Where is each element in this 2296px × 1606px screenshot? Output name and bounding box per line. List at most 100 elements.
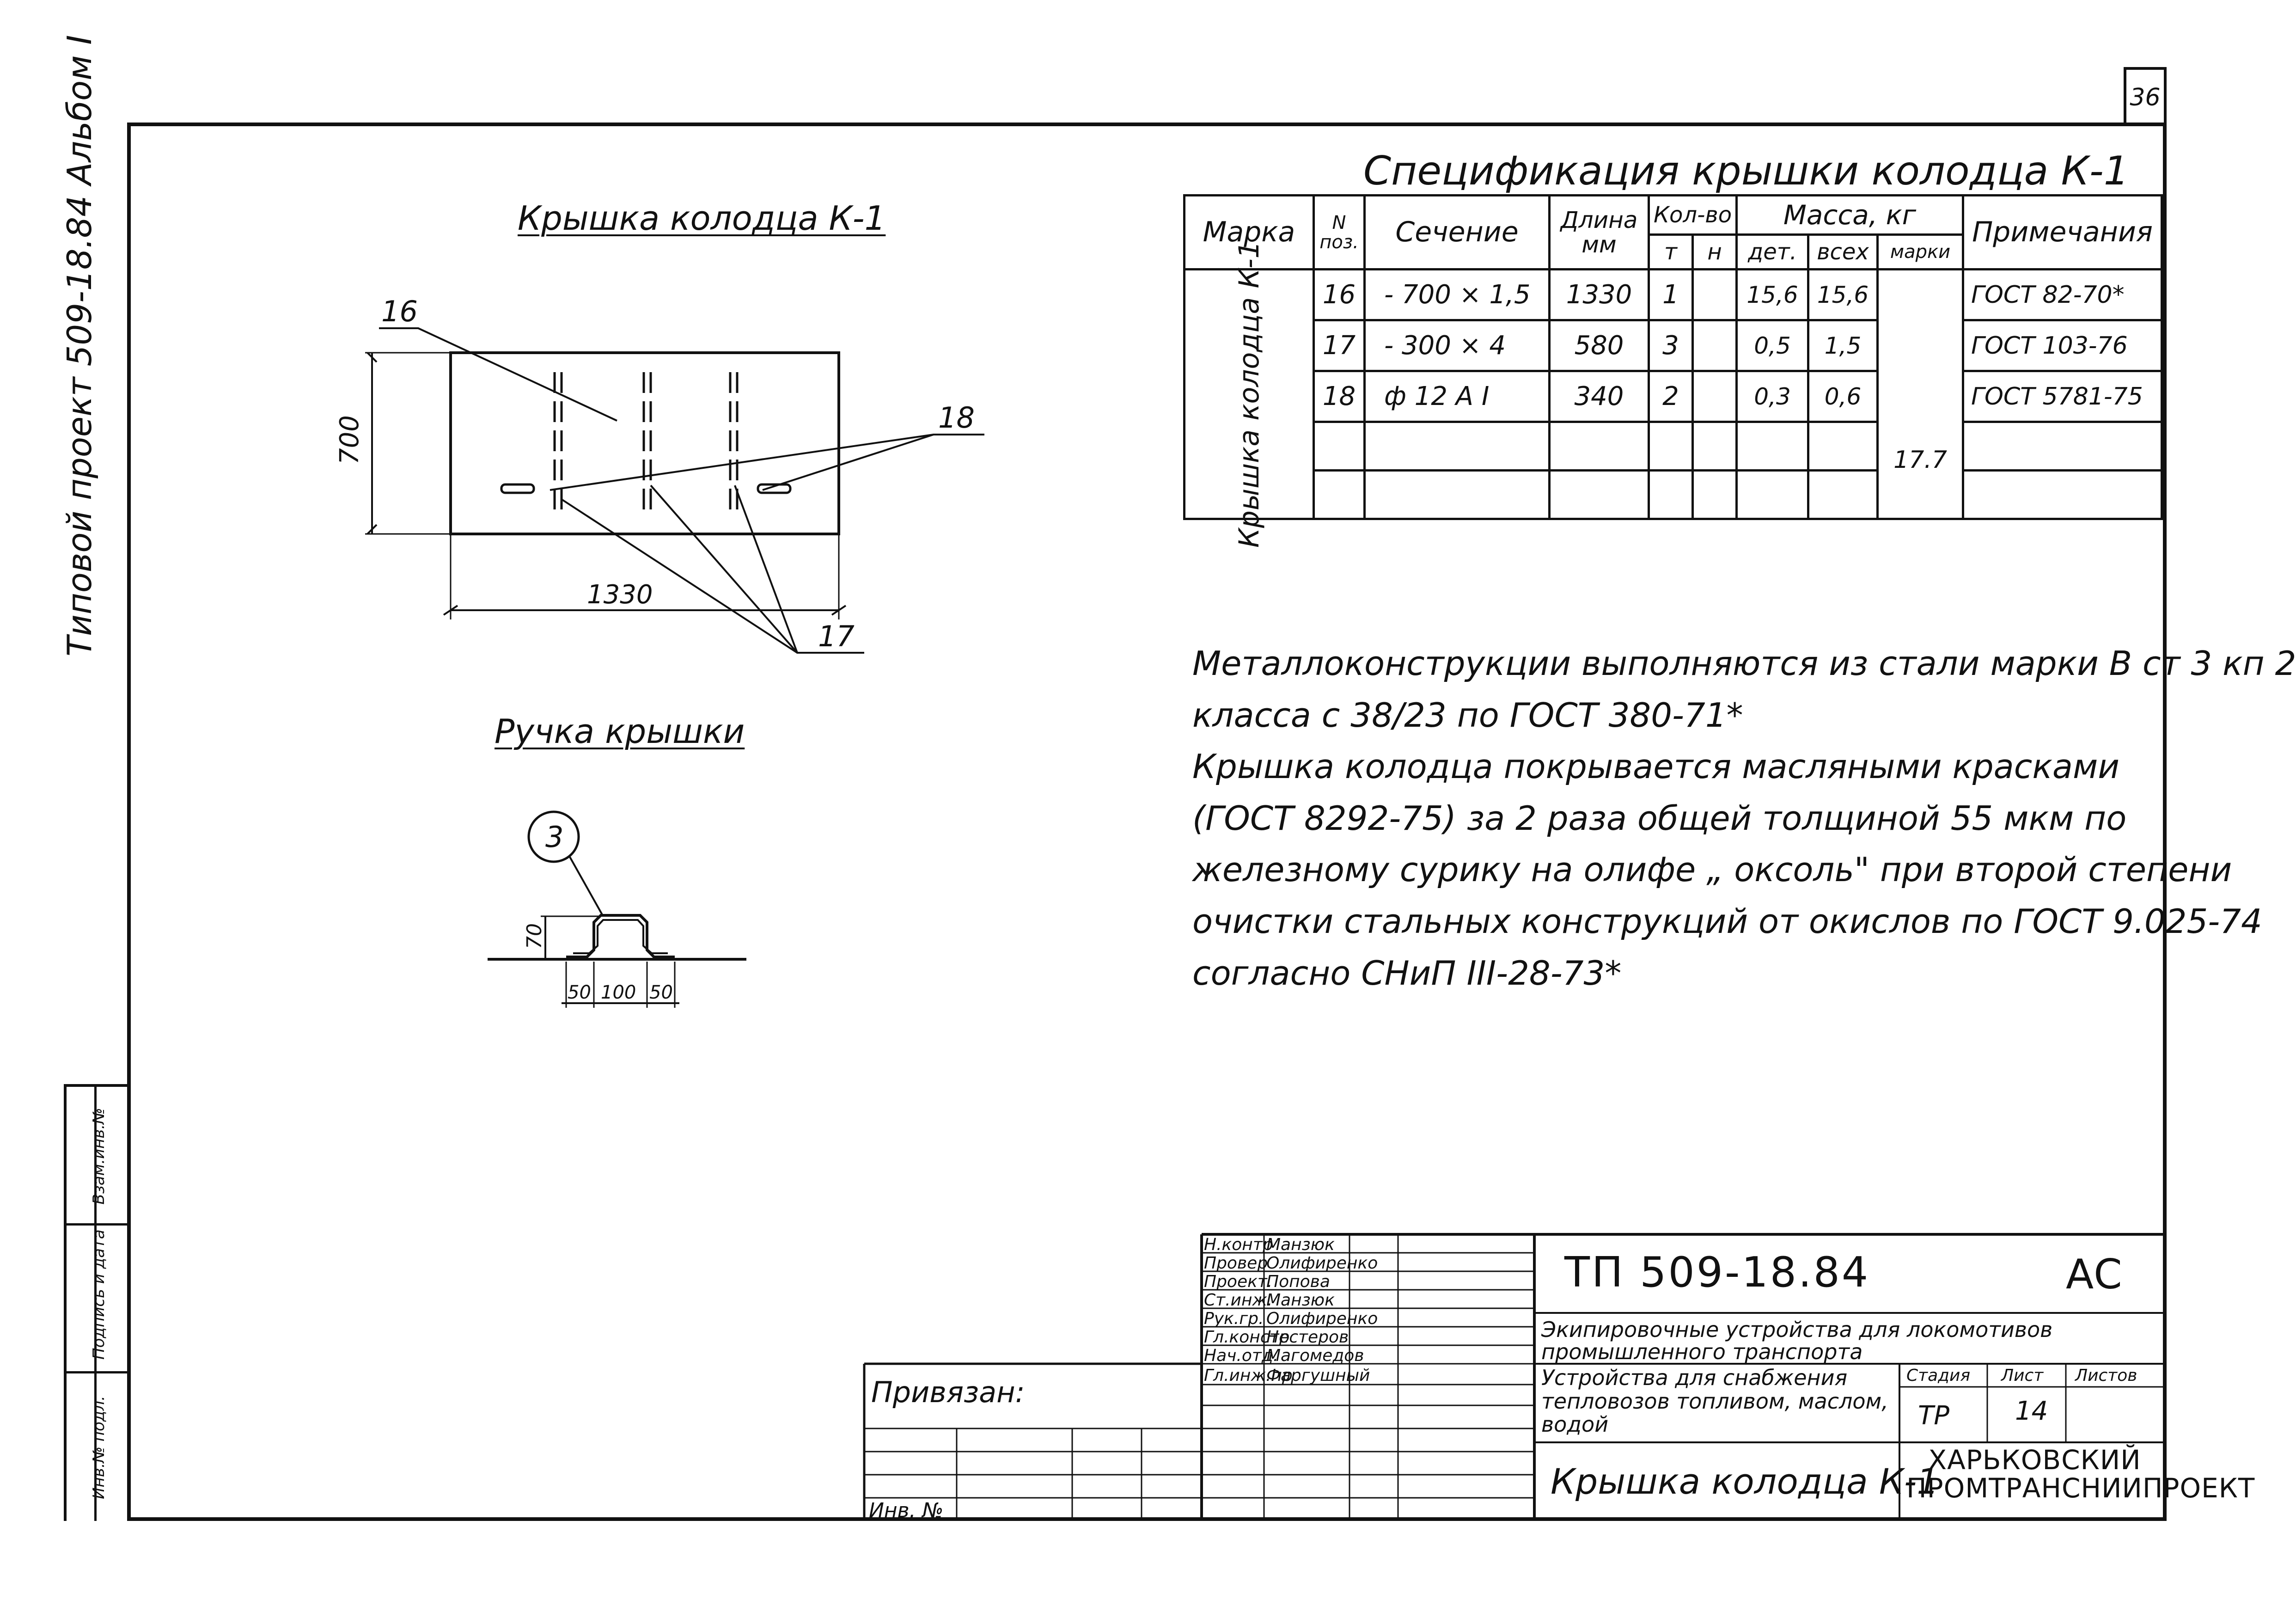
handle-drawing-title: Ручка крышки [495, 712, 745, 751]
spec-header-notes: Примечания [1962, 194, 2163, 270]
spec-cell-qty-t [1648, 421, 1694, 472]
dim-tick-left [443, 605, 458, 616]
spec-cell-length [1548, 469, 1650, 520]
sig-role: Проект. [1204, 1272, 1273, 1291]
spec-header-mass-det: дет. [1735, 233, 1810, 270]
lid-drawing: 700 1330 16 18 17 [335, 294, 984, 654]
sig-role: Гл.инж.пр [1204, 1366, 1293, 1385]
handle-18-left [500, 483, 535, 494]
leader-17-c [734, 485, 798, 653]
spec-cell-mass-det: 0,5 [1735, 319, 1810, 372]
spec-cell-pos: 16 [1313, 268, 1366, 321]
tb-project-code: ТП 509-18.84 [1564, 1248, 1870, 1297]
spec-cell-section [1363, 469, 1551, 520]
note-line: класса с 38/23 по ГОСТ 380-71* [1192, 695, 1743, 735]
sig-name: Олифиренко [1266, 1254, 1378, 1273]
handle-profile-inner [573, 919, 668, 954]
leader-17-b [650, 484, 798, 654]
sig-role: Провер [1204, 1254, 1268, 1273]
tb-organization: ХАРЬКОВСКИЙ ПРОМТРАНСНИИПРОЕКТ [1906, 1444, 2255, 1504]
sheet-number: 36 [2124, 67, 2167, 125]
handle-drawing: 3 70 50 100 50 [488, 810, 746, 1008]
callout-17: 17 [818, 619, 855, 653]
spec-cell-qty-n [1691, 421, 1738, 472]
tb-project-title: Экипировочные устройства для локомотивов… [1541, 1317, 2053, 1365]
table-row: 17 - 300 × 4 580 3 0,5 1,5 ГОСТ 103-76 [1185, 319, 2163, 372]
sig-role: Ст.инж. [1204, 1291, 1273, 1310]
sig-name: Попова [1266, 1272, 1330, 1291]
spec-cell-pos [1313, 421, 1366, 472]
tb-stage-value: ТР [1918, 1401, 1949, 1431]
inventory-box-1: Взам.инв.№ [67, 1087, 127, 1226]
spec-cell-qty-n [1691, 469, 1738, 520]
spec-cell-section [1363, 421, 1551, 472]
spec-cell-qty-n [1691, 319, 1738, 372]
inventory-boxes: Взам.инв.№ Подпись и дата Инв.№ подл. [64, 1084, 127, 1521]
notes-block: Металлоконструкции выполняются из стали … [1192, 638, 2296, 999]
tb-stage-label: Стадия [1906, 1366, 1971, 1385]
inventory-divider [94, 1087, 97, 1521]
spec-header-qty: Кол-во [1647, 194, 1738, 236]
dim-tick-right [831, 605, 847, 616]
note-line: (ГОСТ 8292-75) за 2 раза общей толщиной … [1192, 798, 2127, 838]
handle-dim-right: 50 [649, 982, 673, 1003]
spec-cell-qty-t: 3 [1648, 319, 1694, 372]
table-row [1185, 421, 2163, 472]
sig-name: Манзюк [1266, 1291, 1335, 1310]
spec-cell-length [1548, 421, 1650, 472]
dim-tick-bottom [366, 524, 378, 535]
tb-bound-label: Привязан: [871, 1375, 1025, 1409]
spec-header-section: Сечение [1363, 194, 1551, 270]
sig-role: Н.контр [1204, 1235, 1273, 1254]
spec-cell-note: ГОСТ 5781-75 [1962, 370, 2163, 423]
spec-header-length: Длина мм [1548, 194, 1650, 270]
spec-cell-length: 340 [1548, 370, 1650, 423]
sig-role: Нач.отд. [1204, 1346, 1279, 1365]
spec-cell-mass-all: 0,6 [1807, 370, 1879, 423]
spec-header-qty-n: н [1691, 233, 1738, 270]
tb-sheet-label: Лист [2001, 1366, 2044, 1385]
spec-cell-mass-det [1735, 469, 1810, 520]
spec-header-mark: Марка [1183, 194, 1315, 270]
lid-plate-outline [449, 351, 840, 535]
callout-16: 16 [381, 294, 418, 328]
callout-18: 18 [938, 401, 975, 435]
handle-18-right [757, 483, 792, 494]
spec-cell-mass-all: 15,6 [1807, 268, 1879, 321]
spec-cell-pos: 18 [1313, 370, 1366, 423]
spec-cell-mass-det: 15,6 [1735, 268, 1810, 321]
title-block-grid [863, 1233, 2167, 1521]
spec-cell-mass-det: 0,3 [1735, 370, 1810, 423]
spec-cell-pos: 17 [1313, 319, 1366, 372]
spec-cell-qty-t [1648, 469, 1694, 520]
table-row: Крышка колодца К-1 16 - 700 × 1,5 1330 1… [1183, 241, 2163, 547]
sig-role: Гл.констр [1204, 1328, 1290, 1347]
spec-mass-mark-value: 17.7 [1893, 446, 1947, 474]
dim-label-length: 1330 [587, 580, 653, 610]
spec-table: Марка N поз. Сечение Длина мм Кол-во Мас… [1183, 194, 2163, 547]
spec-cell-section: - 700 × 1,5 [1363, 268, 1551, 321]
spec-cell-note: ГОСТ 103-76 [1962, 319, 2163, 372]
sig-name: Нестеров [1266, 1328, 1349, 1347]
sig-name: Магомедов [1266, 1346, 1364, 1365]
spec-cell-qty-n [1691, 268, 1738, 321]
spec-cell-mass-det [1735, 421, 1810, 472]
spec-cell-note [1962, 469, 2163, 520]
spec-header-mass-mark: марки [1876, 233, 1965, 270]
spec-cell-mass-all: 1,5 [1807, 319, 1879, 372]
tb-inv-label: Инв. № [869, 1499, 944, 1522]
tb-sheets-label: Листов [2075, 1366, 2137, 1385]
inventory-box-2: Подпись и дата [67, 1226, 127, 1373]
leader-3 [568, 856, 604, 917]
dim-label-height: 700 [335, 415, 365, 465]
spec-cell-pos [1313, 469, 1366, 520]
sig-name: Фаргушный [1266, 1366, 1370, 1385]
sig-name: Манзюк [1266, 1235, 1335, 1254]
spec-cell-qty-n [1691, 370, 1738, 423]
note-line: очистки стальных конструкций от окислов … [1192, 901, 2262, 941]
handle-dim-height: 70 [523, 923, 546, 949]
handle-dim-mid: 100 [601, 982, 636, 1003]
spec-cell-section: - 300 × 4 [1363, 319, 1551, 372]
tb-sheet-value: 14 [2015, 1396, 2048, 1426]
spec-cell-length: 1330 [1548, 268, 1650, 321]
